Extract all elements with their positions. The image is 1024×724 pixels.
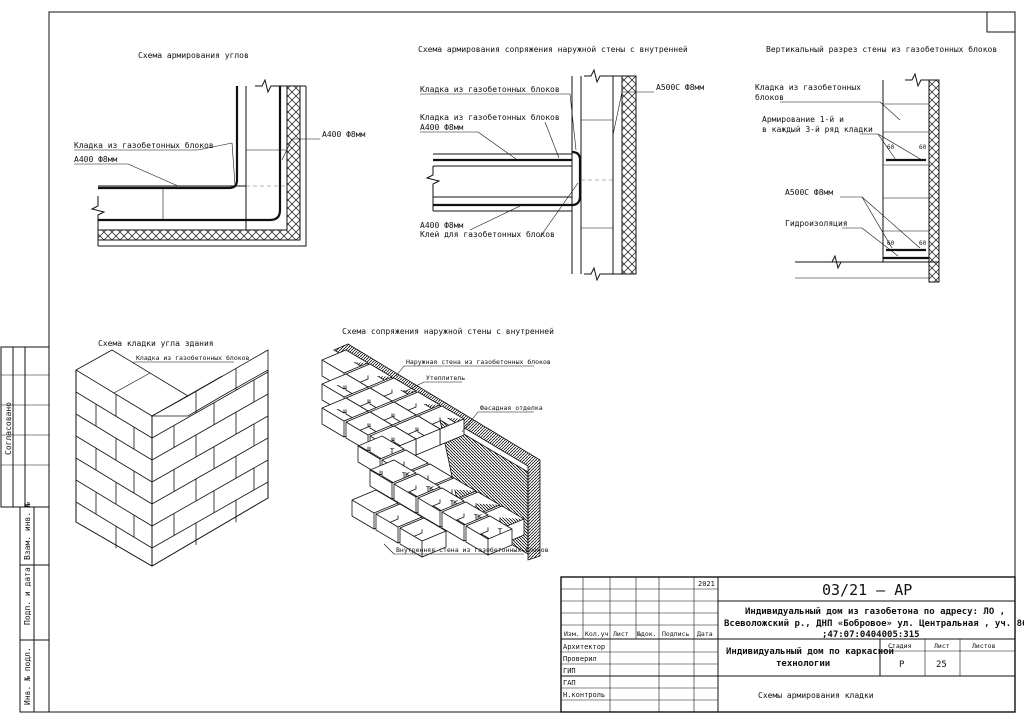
- frame-corner-box: [986, 11, 1016, 33]
- brick-joint: [75, 501, 153, 549]
- tb-building-1: Индивидуальный дом по каркасной: [726, 647, 894, 657]
- brick-joint: [151, 371, 269, 439]
- junction-masonry-bricks: [321, 349, 525, 558]
- side-stamp-inv-sub: Взам. инв. №: [23, 502, 32, 560]
- tb-stage-label: Стадия: [888, 642, 912, 650]
- tb-project-1: Индивидуальный дом из газобетона по адре…: [745, 606, 1005, 617]
- tb-sheet-label: Лист: [934, 642, 950, 650]
- side-stamp-sign-date: Подп. и дата: [23, 567, 32, 625]
- tb-col-list: Лист: [613, 630, 629, 638]
- tb-building-2: технологии: [776, 659, 830, 669]
- brick: [351, 489, 399, 530]
- brick: [441, 501, 489, 542]
- label-masonry-1: Кладка из газобетонных: [755, 82, 861, 92]
- brick-joint: [75, 457, 153, 505]
- view-title: Схема кладки угла здания: [98, 339, 214, 348]
- brick-joint: [151, 393, 269, 461]
- brick-joint: [75, 391, 153, 439]
- tb-sheet-title: Схемы армирования кладки: [758, 691, 874, 700]
- brick: [375, 503, 423, 544]
- tb-project-3: ;47:07:0404005:315: [822, 630, 920, 640]
- tb-col-sign: Подпись: [662, 630, 689, 638]
- brick: [465, 515, 513, 556]
- label-masonry-mid: Кладка из газобетонных блоков: [420, 112, 560, 122]
- label-rebar-a500: А500С Ф8мм: [656, 83, 704, 92]
- view-title: Схема армирования углов: [138, 51, 249, 60]
- brick-joint: [151, 459, 269, 527]
- label-inner: Внутренняя стена из газобетонных блоков: [396, 546, 549, 554]
- label-waterproof: Гидроизоляция: [785, 219, 848, 228]
- brick-joint: [75, 435, 153, 483]
- side-stamp-inv-orig: Инв. № подл.: [23, 647, 32, 705]
- tb-stage-value: Р: [899, 660, 905, 670]
- tb-role-3: ГИП: [563, 667, 576, 675]
- corner-masonry-bricks: [75, 349, 269, 567]
- tb-role-2: Проверил: [563, 655, 597, 663]
- title-block: 2021 03/21 – АР Индивидуальный дом из га…: [560, 576, 1024, 713]
- view-junction-reinforcement: Схема армирования сопряжения наружной ст…: [418, 45, 704, 282]
- tb-sheets-label: Листов: [972, 642, 996, 650]
- brick: [321, 397, 369, 438]
- label-masonry: Кладка из газобетонных блоков: [74, 140, 214, 150]
- tb-col-kol: Кол.уч: [585, 630, 609, 638]
- side-stamp: Согласовано Взам. инв. № Подп. и дата Ин…: [0, 346, 50, 713]
- tb-col-date: Дата: [697, 630, 713, 638]
- tb-project-2: Всеволожский р., ДНП «Бобровое» ул. Цент…: [724, 618, 1024, 629]
- label-reinf-2: в каждый 3-й ряд кладки: [762, 125, 873, 134]
- view-title: Схема сопряжения наружной стены с внутре…: [342, 327, 554, 336]
- label-rebar-bottom: А400 Ф8мм: [420, 221, 464, 230]
- tb-year: 2021: [698, 580, 715, 588]
- tb-sheet-value: 25: [936, 660, 947, 670]
- label-rebar-right: А400 Ф8мм: [322, 130, 366, 139]
- tb-role-1: Архитектор: [563, 643, 605, 651]
- brick-joint: [75, 413, 153, 461]
- brick: [399, 517, 447, 558]
- view-corner-masonry: Схема кладки угла здания Кладка из газоб…: [75, 339, 269, 567]
- label-outer: Наружная стена из газобетонных блоков: [406, 358, 551, 366]
- label-masonry-top: Кладка из газобетонных блоков: [420, 84, 560, 94]
- label-insul: Утеплитель: [426, 374, 465, 382]
- view-corner-reinforcement: Схема армирования углов Кладка из газобе…: [74, 51, 366, 247]
- brick-joint: [151, 481, 269, 549]
- tb-code: 03/21 – АР: [822, 581, 912, 599]
- view-title: Схема армирования сопряжения наружной ст…: [418, 45, 688, 54]
- side-stamp-agreed: Согласовано: [4, 402, 13, 455]
- brick-joint: [75, 479, 153, 527]
- label-masonry: Кладка из газобетонных блоков: [136, 354, 250, 362]
- brick-joint: [151, 437, 269, 505]
- tb-role-4: ГАП: [563, 679, 576, 687]
- label-rebar-left: А400 Ф8мм: [74, 155, 118, 164]
- dim-left-1: 60: [887, 144, 895, 151]
- brick-joint: [151, 415, 269, 483]
- label-reinf-1: Армирование 1-й и: [762, 115, 844, 124]
- tb-col-izm: Изм.: [564, 630, 580, 638]
- label-masonry-2: блоков: [755, 92, 784, 102]
- label-rebar: А500С Ф8мм: [785, 188, 833, 197]
- brick: [393, 473, 441, 514]
- dim-left-2: 60: [887, 240, 895, 247]
- dim-right-1: 60: [919, 144, 927, 151]
- label-facade: Фасадная отделка: [480, 404, 543, 412]
- view-vertical-section: Вертикальный разрез стены из газобетонны…: [755, 44, 997, 283]
- tb-role-5: Н.контроль: [563, 691, 605, 699]
- dim-right-2: 60: [919, 240, 927, 247]
- brick: [369, 459, 417, 500]
- view-title: Вертикальный разрез стены из газобетонны…: [766, 44, 997, 54]
- label-rebar-mid: А400 Ф8мм: [420, 123, 464, 132]
- brick: [417, 487, 465, 528]
- tb-col-doc: №док.: [637, 630, 657, 638]
- label-glue: Клей для газобетонных блоков: [420, 229, 555, 239]
- view-junction-masonry: Схема сопряжения наружной стены с внутре…: [321, 327, 554, 561]
